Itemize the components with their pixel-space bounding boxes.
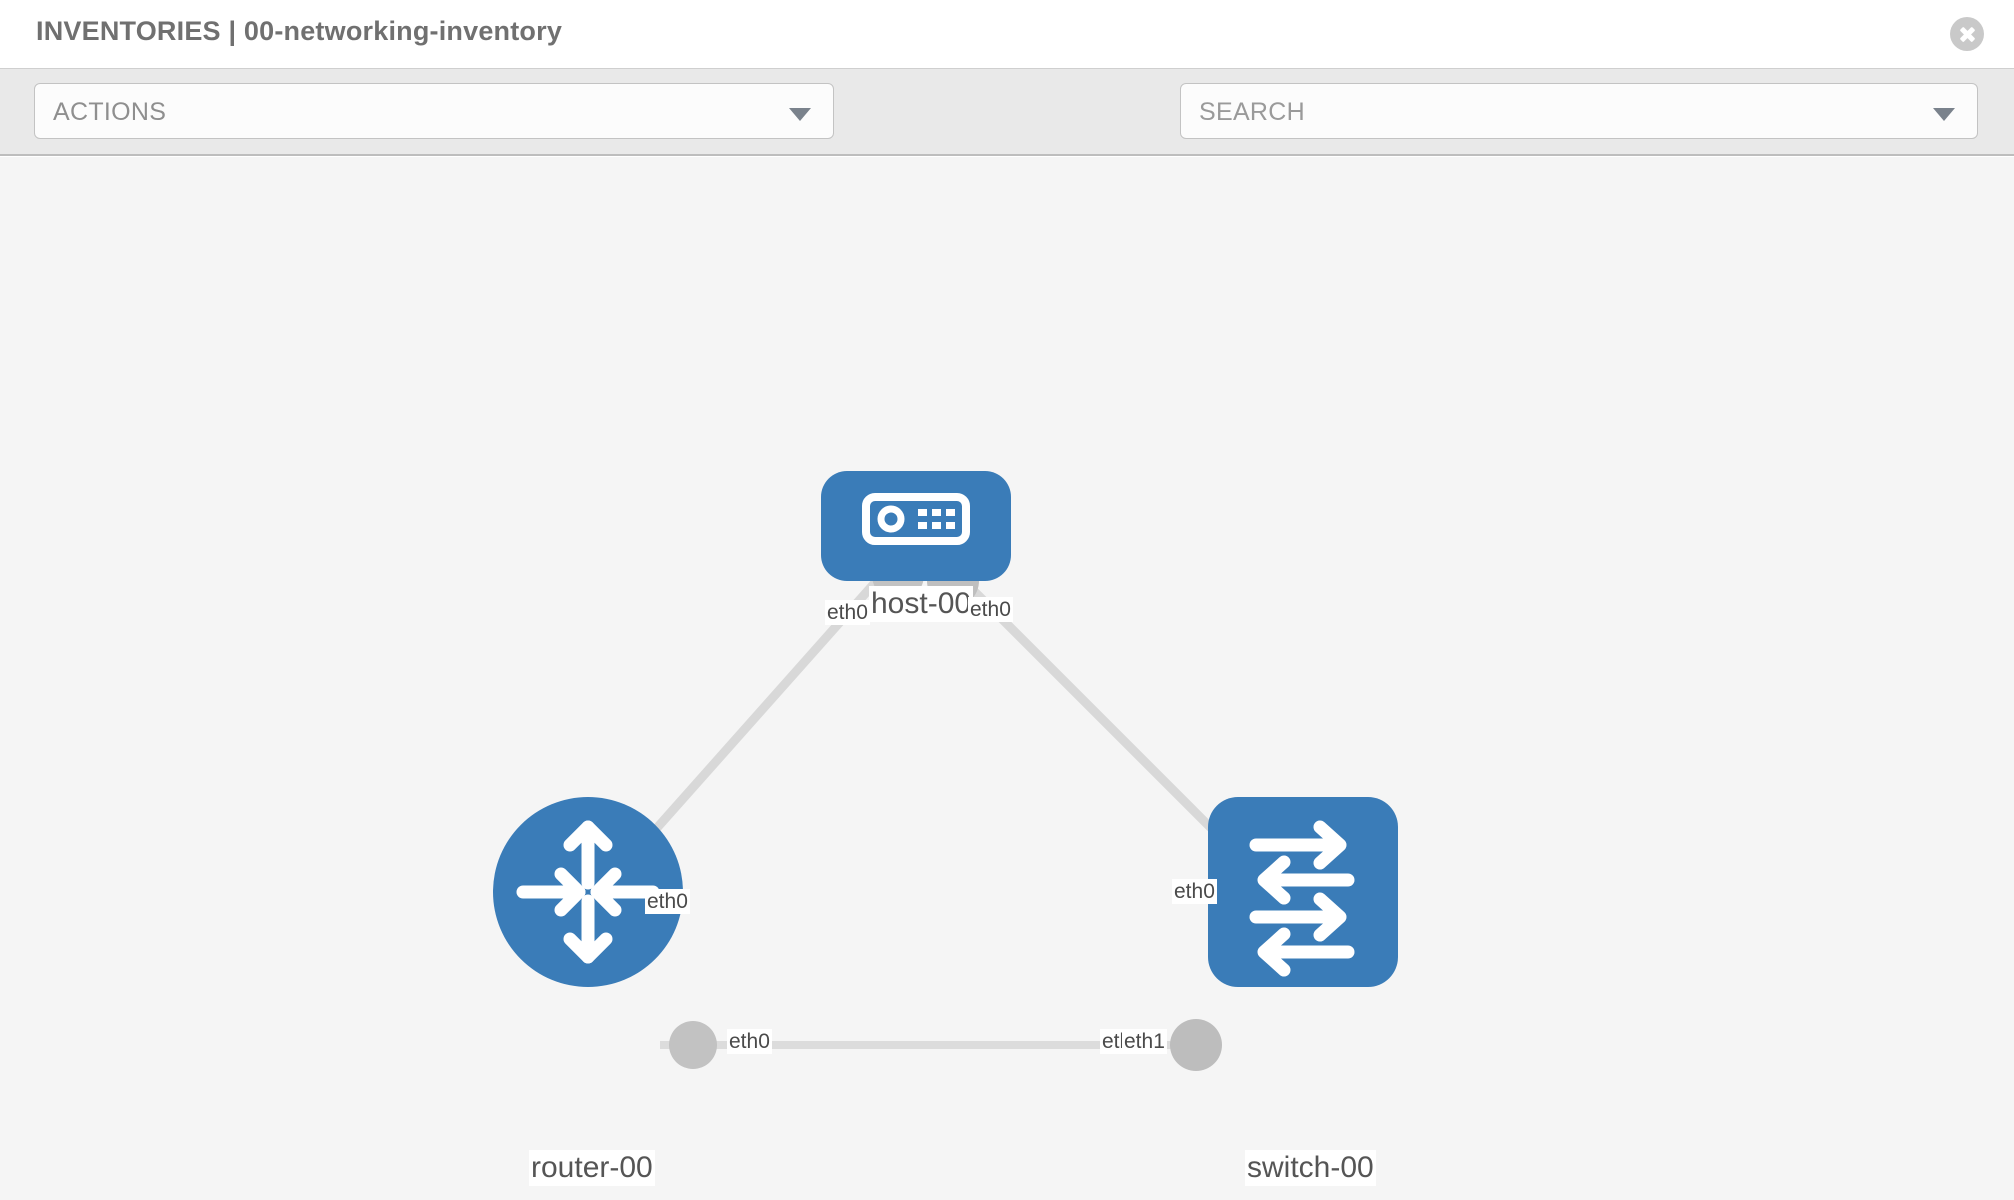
port-switch-eth1 [1170, 1019, 1222, 1071]
node-label-router-00: router-00 [529, 1150, 655, 1186]
switch-arrows-icon [1249, 820, 1355, 977]
search-placeholder: SEARCH [1199, 98, 1305, 126]
node-router-00 [493, 797, 683, 987]
topology-links [636, 573, 1234, 1049]
port-label-host-eth0-right: eth0 [968, 597, 1013, 622]
router-arrows-icon [516, 820, 660, 964]
node-router-00-shape [493, 797, 683, 987]
node-switch-00 [1208, 797, 1398, 987]
search-input[interactable]: SEARCH [1180, 83, 1978, 139]
toolbar: ACTIONS SEARCH [0, 68, 2014, 202]
port-label-router-eth0: eth0 [727, 1029, 772, 1054]
page-header: INVENTORIES | 00-networking-inventory [0, 0, 2014, 68]
chevron-down-icon [1933, 108, 1955, 121]
chevron-down-icon [789, 108, 811, 121]
server-icon [862, 493, 970, 545]
port-label-host-eth0-left: eth0 [825, 600, 870, 625]
port-label-router-host-eth0: eth0 [645, 889, 690, 914]
node-host-00-shape [821, 471, 1011, 581]
node-label-switch-00: switch-00 [1245, 1150, 1376, 1186]
link-host-switch [956, 573, 1234, 851]
close-icon[interactable] [1950, 17, 1984, 51]
topology-canvas[interactable]: eth0 host-00 eth0 eth0 eth0 eth0 eth1 et… [0, 157, 2014, 1200]
topology-ports [669, 549, 1260, 1071]
actions-dropdown-label: ACTIONS [53, 98, 167, 126]
actions-dropdown[interactable]: ACTIONS [34, 83, 834, 139]
port-router-eth0 [669, 1021, 717, 1069]
node-label-host-00: host-00 [869, 586, 974, 622]
topology-graph [493, 471, 1398, 1071]
page-title: INVENTORIES | 00-networking-inventory [36, 16, 563, 46]
port-label-switch-eth1: eth1 [1122, 1029, 1167, 1054]
node-host-00 [821, 471, 1011, 581]
port-label-switch-host-eth0: eth0 [1172, 879, 1217, 904]
